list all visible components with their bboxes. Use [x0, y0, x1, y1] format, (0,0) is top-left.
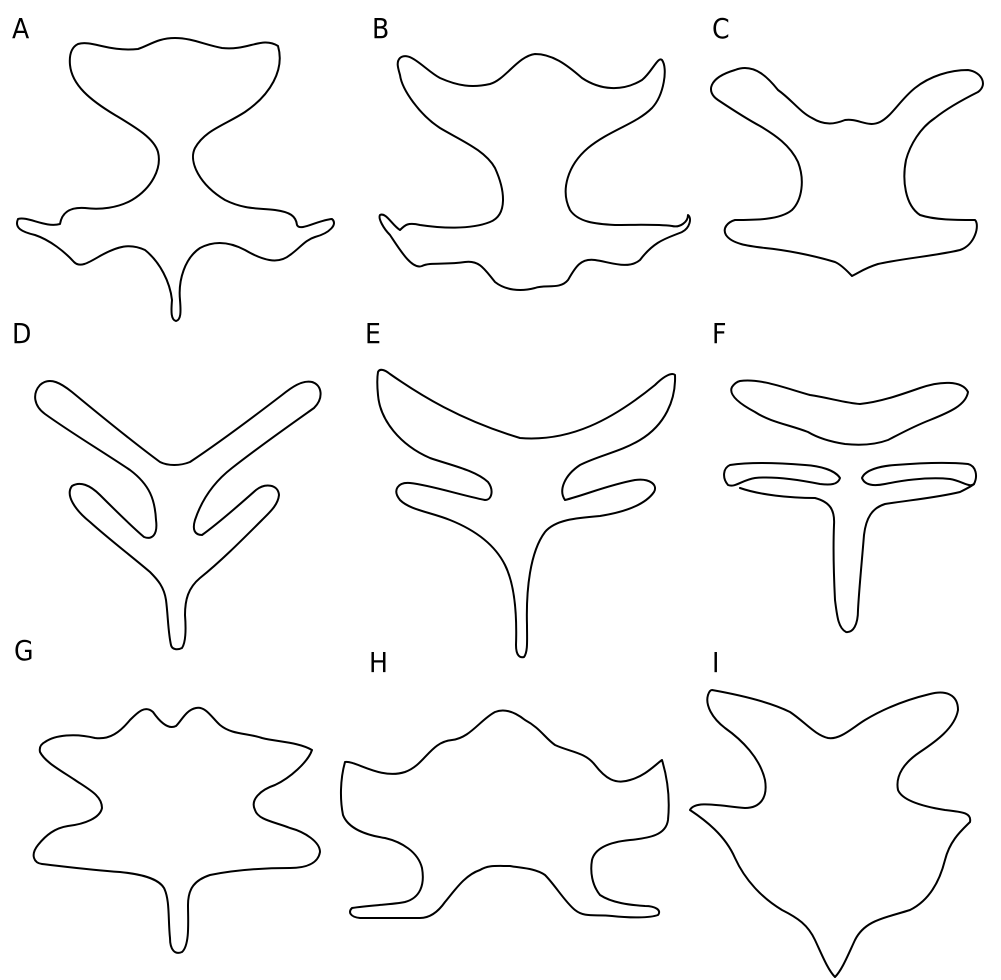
panel-d: D	[12, 317, 321, 649]
panel-label-c: C	[712, 12, 730, 45]
shape-outline-f-stem	[740, 484, 974, 632]
shape-outline-e	[377, 370, 675, 657]
shape-outline-a	[17, 38, 334, 321]
panel-label-h: H	[369, 646, 388, 679]
panel-label-e: E	[365, 317, 381, 350]
panel-g: G	[14, 634, 320, 953]
panel-label-i: I	[712, 646, 719, 679]
panel-label-g: G	[14, 634, 34, 667]
shape-outline-f	[731, 380, 968, 444]
shape-outline-c	[711, 68, 983, 276]
panel-i: I	[690, 646, 970, 977]
panel-c: C	[711, 12, 983, 276]
shape-outline-b	[380, 54, 690, 290]
shape-outline-i	[690, 690, 970, 977]
panel-label-f: F	[712, 317, 727, 350]
shape-outline-h	[341, 710, 669, 918]
shape-outline-d	[35, 381, 320, 649]
shape-outline-f-lower	[724, 463, 840, 486]
shape-outline-f-mirror	[862, 463, 976, 485]
panel-b: B	[372, 12, 690, 290]
panel-label-d: D	[12, 317, 31, 350]
panel-e: E	[365, 317, 675, 657]
shape-outline-g	[34, 708, 320, 953]
panel-label-b: B	[372, 12, 389, 45]
panel-label-a: A	[12, 12, 30, 45]
panel-h: H	[341, 646, 669, 918]
panel-a: A	[12, 12, 334, 321]
panel-f: F	[712, 317, 976, 632]
